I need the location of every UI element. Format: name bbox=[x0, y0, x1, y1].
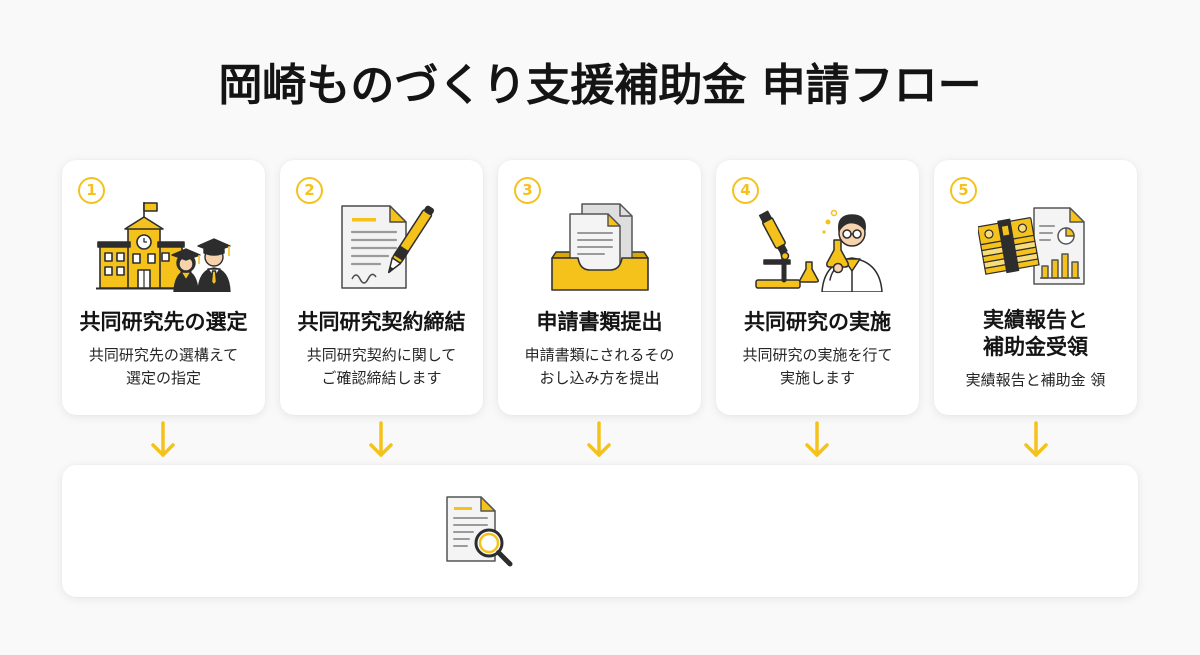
step-number-badge: 5 bbox=[950, 177, 977, 204]
down-arrow-icon bbox=[805, 421, 829, 457]
step-text: 共同研究先の選定 共同研究先の選構えて 選定の指定 bbox=[62, 298, 265, 400]
step-icon-container bbox=[62, 200, 265, 292]
school-graduates-icon bbox=[95, 202, 231, 292]
down-arrow-icon bbox=[1024, 421, 1048, 457]
step-title-line: 実績報告と bbox=[983, 307, 1088, 332]
down-arrow-icon bbox=[151, 421, 175, 457]
step-number-badge: 3 bbox=[514, 177, 541, 204]
step-title: 共同研究契約締結 bbox=[298, 309, 466, 336]
step-title: 実績報告と 補助金受領 bbox=[983, 307, 1088, 361]
step-number-badge: 1 bbox=[78, 177, 105, 204]
step-description-line: 申請書類にされるその bbox=[524, 345, 675, 364]
money-report-icon bbox=[977, 207, 1085, 285]
step-title-line: 申請書類提出 bbox=[536, 309, 663, 334]
step-card-2: 2 bbox=[280, 160, 483, 415]
step-number-badge: 2 bbox=[296, 177, 323, 204]
step-title: 共同研究の実施 bbox=[744, 309, 891, 336]
step-card-5: 5 bbox=[934, 160, 1137, 415]
step-description-line: 共同研究先の選構えて bbox=[88, 345, 239, 364]
step-card-4: 4 bbox=[716, 160, 919, 415]
step-title-line: 補助金受領 bbox=[983, 334, 1088, 359]
step-icon-container bbox=[934, 200, 1137, 292]
document-search-icon bbox=[446, 496, 513, 567]
step-description-line: ご確認締結します bbox=[321, 368, 442, 387]
step-description: 申請書類にされるその おし込み方を提出 bbox=[525, 344, 675, 390]
step-title: 申請書類提出 bbox=[537, 309, 663, 336]
step-description-line: 共同研究の実施を行て bbox=[742, 345, 893, 364]
step-description-line: 共同研究契約に関して bbox=[306, 345, 457, 364]
contract-pen-icon bbox=[340, 205, 434, 289]
page-title: 岡崎ものづくり支援補助金 申請フロー bbox=[218, 60, 982, 111]
step-description-line: 実績報告と補助金 領 bbox=[965, 370, 1106, 389]
step-text: 共同研究の実施 共同研究の実施を行て 実施します bbox=[716, 298, 919, 400]
step-text: 実績報告と 補助金受領 実績報告と補助金 領 bbox=[934, 298, 1137, 400]
step-description-line: 選定の指定 bbox=[125, 368, 201, 387]
step-text: 申請書類提出 申請書類にされるその おし込み方を提出 bbox=[498, 298, 701, 400]
step-number-badge: 4 bbox=[732, 177, 759, 204]
step-description: 共同研究契約に関して ご確認締結します bbox=[307, 344, 457, 390]
step-card-3: 3 bbox=[498, 160, 701, 415]
down-arrow-icon bbox=[369, 421, 393, 457]
step-icon-container bbox=[280, 200, 483, 292]
step-icon-container bbox=[498, 200, 701, 292]
step-icon-container bbox=[716, 200, 919, 292]
step-title-line: 共同研究契約締結 bbox=[297, 309, 466, 334]
step-description: 実績報告と補助金 領 bbox=[966, 369, 1106, 392]
step-title-line: 共同研究先の選定 bbox=[79, 309, 248, 334]
step-description: 共同研究先の選構えて 選定の指定 bbox=[89, 344, 238, 390]
scientist-microscope-icon bbox=[754, 209, 883, 292]
step-card-1: 1 bbox=[62, 160, 265, 415]
step-description: 共同研究の実施を行て 実施します bbox=[742, 344, 892, 390]
down-arrow-icon bbox=[587, 421, 611, 457]
step-description-line: おし込み方を提出 bbox=[539, 368, 660, 387]
step-title-line: 共同研究の実施 bbox=[744, 309, 891, 334]
review-panel bbox=[62, 465, 1138, 597]
document-tray-icon bbox=[550, 203, 649, 291]
step-title: 共同研究先の選定 bbox=[80, 309, 248, 336]
step-description-line: 実施します bbox=[779, 368, 855, 387]
step-text: 共同研究契約締結 共同研究契約に関して ご確認締結します bbox=[280, 298, 483, 400]
